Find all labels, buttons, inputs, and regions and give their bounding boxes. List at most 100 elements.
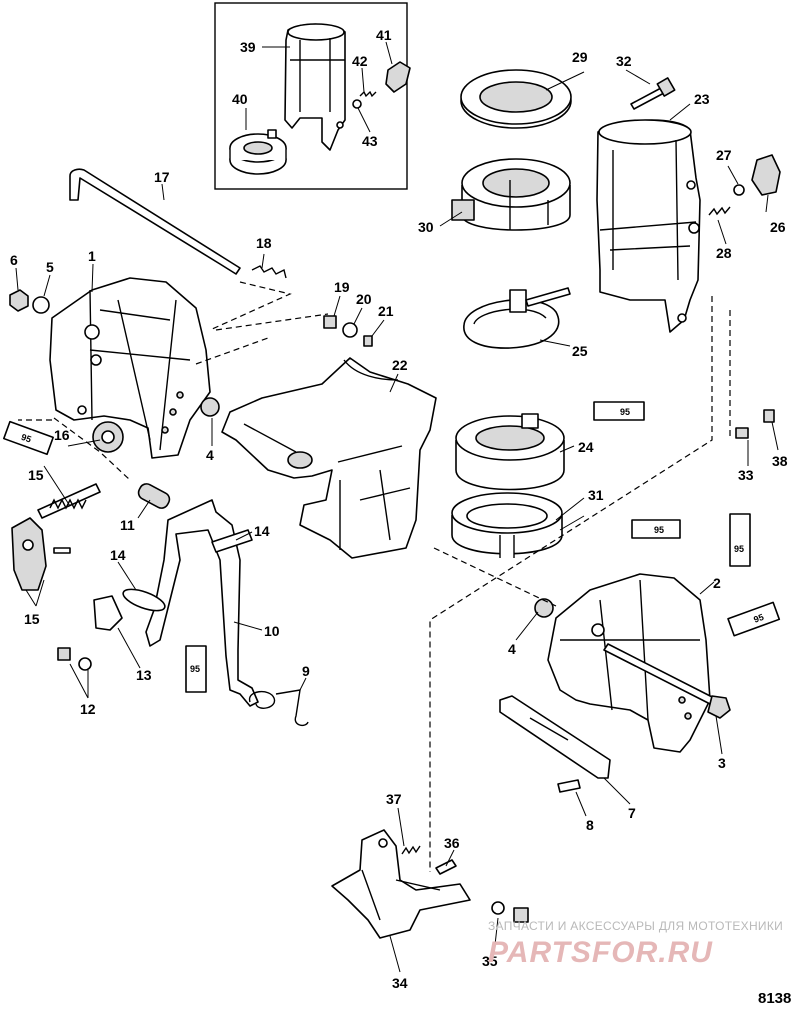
callout-11: 11: [120, 517, 135, 533]
callout-30: 30: [418, 219, 434, 235]
callout-13: 13: [136, 667, 152, 683]
callout-39: 39: [240, 39, 256, 55]
part-19-21-screw-set: [323, 315, 373, 347]
callout-35: 35: [482, 953, 498, 969]
part-13-plate: [93, 595, 123, 631]
leader-lines: [15, 69, 779, 973]
part-8-screw: [557, 779, 581, 793]
callout-42: 42: [352, 53, 368, 69]
callout-20: 20: [356, 291, 372, 307]
part-26-latch: [751, 154, 781, 196]
callout-15-lower: 15: [24, 611, 40, 627]
part-7-plate: [499, 695, 611, 779]
part-5-washer: [32, 296, 50, 314]
part-39-small-bracket: [284, 23, 346, 151]
part-15-latch-spring: [37, 483, 101, 519]
part-4-washer-top: [200, 397, 220, 417]
callout-15-upper: 15: [28, 467, 44, 483]
sealant-tube-far-right: 95: [727, 601, 781, 637]
sealant-tube-left: 95: [2, 420, 54, 456]
callout-22: 22: [392, 357, 408, 373]
callout-37: 37: [386, 791, 402, 807]
part-35-screw-washer: [491, 901, 529, 923]
part-32-bolt: [630, 77, 676, 110]
callout-1: 1: [88, 248, 96, 264]
callout-19: 19: [334, 279, 350, 295]
callout-41: 41: [376, 27, 392, 43]
part-31-ring-split: [451, 492, 563, 560]
part-6-nut: [9, 289, 29, 312]
sealant-tube-mid: 95: [185, 645, 207, 693]
callout-12: 12: [80, 701, 96, 717]
callout-40: 40: [232, 91, 248, 107]
callout-32: 32: [616, 53, 632, 69]
part-34-swivel-plate: [331, 829, 471, 939]
callout-6: 6: [10, 252, 18, 268]
callout-14-lower: 14: [110, 547, 126, 563]
callout-17: 17: [154, 169, 170, 185]
part-16-knob: [92, 421, 124, 453]
part-22-swivel-bracket: [221, 357, 437, 559]
callout-labels: 1 2 3 4 4 5 6 7 8 9 10 11 12 13 14 14 15…: [10, 27, 788, 991]
part-1-clamp-bracket-left: [49, 277, 211, 459]
svg-text:95: 95: [734, 544, 744, 554]
part-3-bolt: [603, 643, 731, 719]
part-24-ring: [455, 413, 565, 491]
part-17-tilt-rod: [69, 168, 241, 275]
svg-text:95: 95: [190, 664, 200, 674]
part-23-swivel-bracket: [596, 119, 701, 333]
part-15-latch-lever: [11, 517, 71, 591]
part-36-pin: [435, 859, 457, 875]
callout-7: 7: [628, 805, 636, 821]
callout-14-upper: 14: [254, 523, 270, 539]
callout-38: 38: [772, 453, 788, 469]
callout-9: 9: [302, 663, 310, 679]
inset-detail: [214, 2, 411, 190]
callout-4-right: 4: [508, 641, 516, 657]
part-10-lever-rod: [145, 499, 259, 707]
callout-26: 26: [770, 219, 786, 235]
watermark-tagline: ЗАПЧАСТИ И АКСЕССУАРЫ ДЛЯ МОТОТЕХНИКИ: [488, 919, 783, 933]
callout-25: 25: [572, 343, 588, 359]
callout-29: 29: [572, 49, 588, 65]
part-14-pin-lower: [122, 588, 166, 612]
part-4-washer-right: [534, 598, 554, 618]
watermark-logo: PARTSFOR.RU: [488, 936, 713, 969]
svg-text:95: 95: [620, 407, 630, 417]
callout-2: 2: [713, 575, 721, 591]
callout-31: 31: [588, 487, 604, 503]
svg-text:95: 95: [20, 432, 33, 445]
part-43-screw: [352, 99, 362, 109]
callout-3: 3: [718, 755, 726, 771]
callout-16: 16: [54, 427, 70, 443]
callout-43: 43: [362, 133, 378, 149]
callout-18: 18: [256, 235, 272, 251]
part-25-clamp-band: [463, 287, 571, 349]
callout-24: 24: [578, 439, 594, 455]
part-30-clamp-bushing: [451, 158, 571, 231]
part-18-spring: [251, 265, 287, 279]
callout-10: 10: [264, 623, 280, 639]
svg-text:95: 95: [752, 612, 765, 625]
part-29-thrust-washer: [460, 69, 572, 129]
sealant-tube-top-right: 95: [593, 401, 645, 421]
callout-36: 36: [444, 835, 460, 851]
part-12-screw-washer: [57, 647, 92, 671]
callout-4-top: 4: [206, 447, 214, 463]
callout-33: 33: [738, 467, 754, 483]
part-11-grip: [137, 483, 171, 509]
part-41-clip: [385, 61, 411, 93]
part-38-fitting: [763, 409, 775, 423]
callout-28: 28: [716, 245, 732, 261]
part-14-pin-upper: [211, 529, 253, 553]
svg-text:95: 95: [654, 525, 664, 535]
part-27-washer: [733, 184, 745, 196]
assembly-lines: [18, 281, 731, 872]
part-37-spring: [401, 845, 421, 855]
callout-8: 8: [586, 817, 594, 833]
part-33-grease-fitting: [735, 427, 749, 439]
part-9-spring: [249, 689, 309, 727]
sealant-tube-right: 95: [729, 513, 751, 567]
part-42-spring: [359, 90, 377, 98]
callout-23: 23: [694, 91, 710, 107]
